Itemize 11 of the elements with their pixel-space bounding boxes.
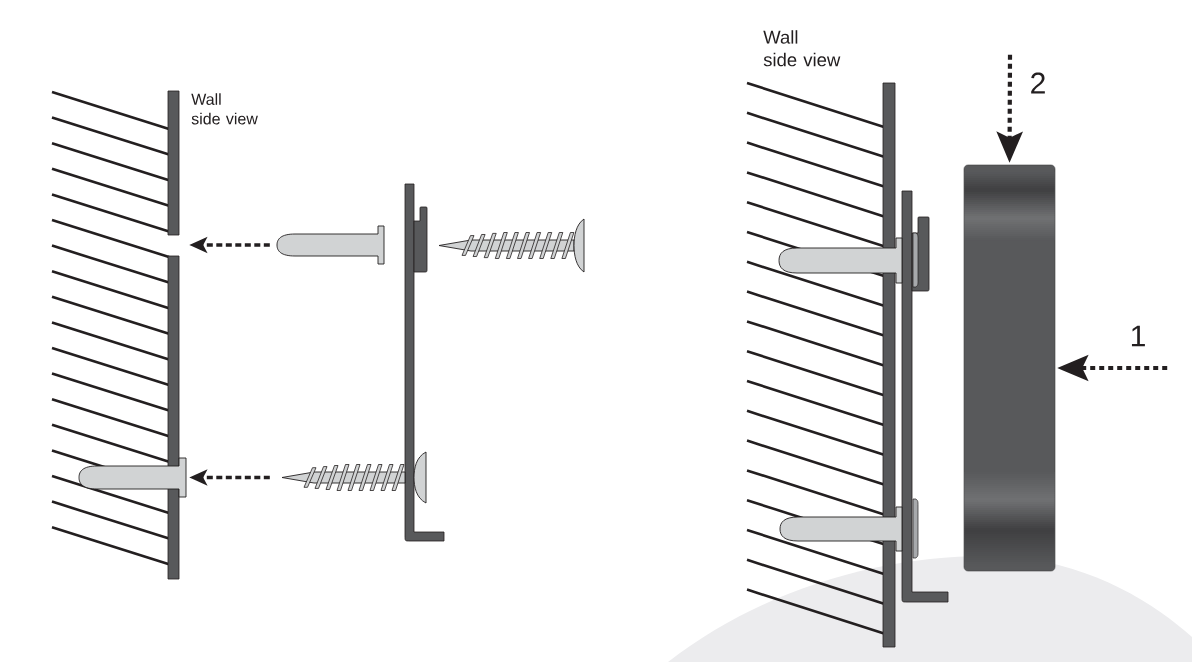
device-panel bbox=[963, 164, 1056, 572]
wall-plug bbox=[778, 237, 903, 284]
hatched-wall bbox=[51, 90, 180, 580]
view-label: Wall side view bbox=[191, 93, 258, 125]
view-label: Wall side view bbox=[763, 30, 841, 67]
step-number: 2 bbox=[1031, 72, 1045, 94]
screw bbox=[281, 451, 427, 504]
wall-plug bbox=[779, 506, 903, 552]
wall-plug bbox=[276, 225, 385, 265]
screw bbox=[438, 218, 585, 273]
step-number: 1 bbox=[1131, 325, 1145, 347]
